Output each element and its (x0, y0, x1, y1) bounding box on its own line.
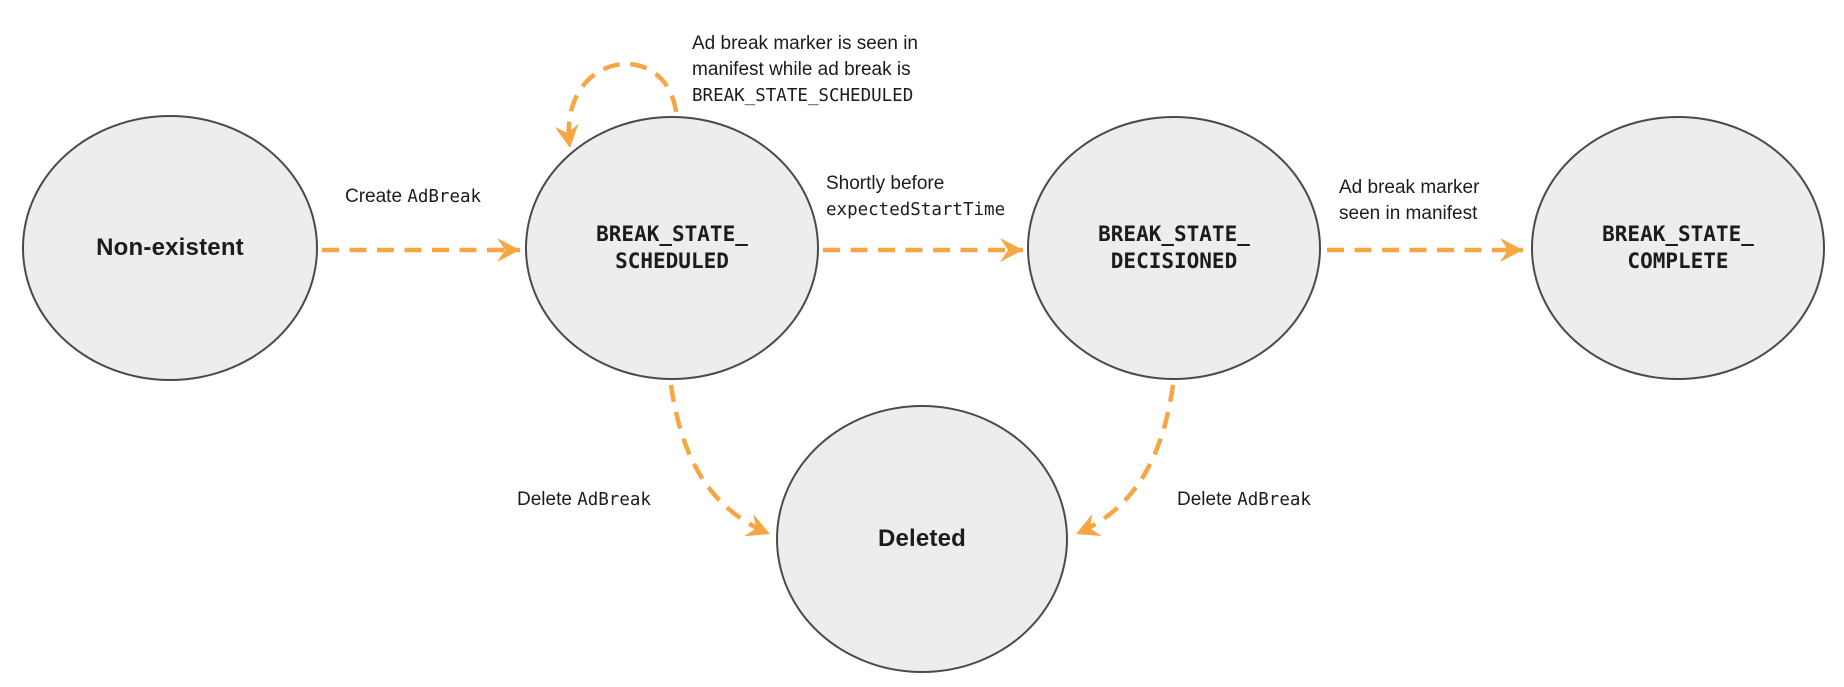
state-label-line2: COMPLETE (1627, 249, 1729, 273)
edge-label-delete-adbreak-right: Delete AdBreak (1177, 487, 1311, 513)
state-node-break-state-decisioned: BREAK_STATE_ DECISIONED (1027, 116, 1321, 380)
state-label: Deleted (877, 525, 967, 552)
edge-label-code-line: BREAK_STATE_SCHEDULED (692, 86, 914, 106)
state-node-break-state-scheduled: BREAK_STATE_ SCHEDULED (525, 116, 819, 380)
edge-label-code: AdBreak (577, 490, 651, 510)
edge-label-create-adbreak: Create AdBreak (345, 184, 481, 210)
edge-label-delete-adbreak-left: Delete AdBreak (517, 487, 651, 513)
state-label-line2: SCHEDULED (615, 249, 729, 273)
edge-label-marker-seen: Ad break marker seen in manifest (1339, 175, 1479, 227)
edge-label-line1: Ad break marker is seen in (692, 33, 918, 54)
edge-label-code-line: expectedStartTime (826, 200, 1006, 220)
edge-label-line1: Ad break marker (1339, 177, 1480, 198)
edge-label-shortly-before: Shortly before expectedStartTime (826, 171, 1005, 223)
state-label-line1: BREAK_STATE_ (1098, 222, 1250, 246)
state-label-line1: BREAK_STATE_ (1602, 222, 1754, 246)
edge-label-line2: manifest while ad break is (692, 59, 911, 80)
edge-label-line1: Shortly before (826, 173, 945, 194)
edge-label-text: Delete (517, 489, 572, 510)
edge-label-line2: seen in manifest (1339, 203, 1478, 224)
edge-label-self-loop: Ad break marker is seen in manifest whil… (692, 31, 918, 109)
state-label: Non-existent (96, 234, 244, 261)
edge-label-code: AdBreak (1237, 490, 1311, 510)
state-label-line2: DECISIONED (1110, 249, 1238, 273)
state-label-line1: BREAK_STATE_ (596, 222, 748, 246)
state-node-deleted: Deleted (776, 405, 1068, 673)
edge-arrow-delete-from-scheduled (668, 384, 771, 537)
edge-label-code: AdBreak (407, 187, 482, 207)
state-node-break-state-complete: BREAK_STATE_ COMPLETE (1531, 116, 1825, 380)
edge-arrow-self-loop (554, 61, 679, 149)
edge-label-text: Delete (1177, 489, 1232, 510)
state-node-non-existent: Non-existent (22, 115, 318, 381)
edge-arrow-delete-from-decisioned (1075, 384, 1176, 537)
edge-label-text: Create (345, 186, 403, 207)
